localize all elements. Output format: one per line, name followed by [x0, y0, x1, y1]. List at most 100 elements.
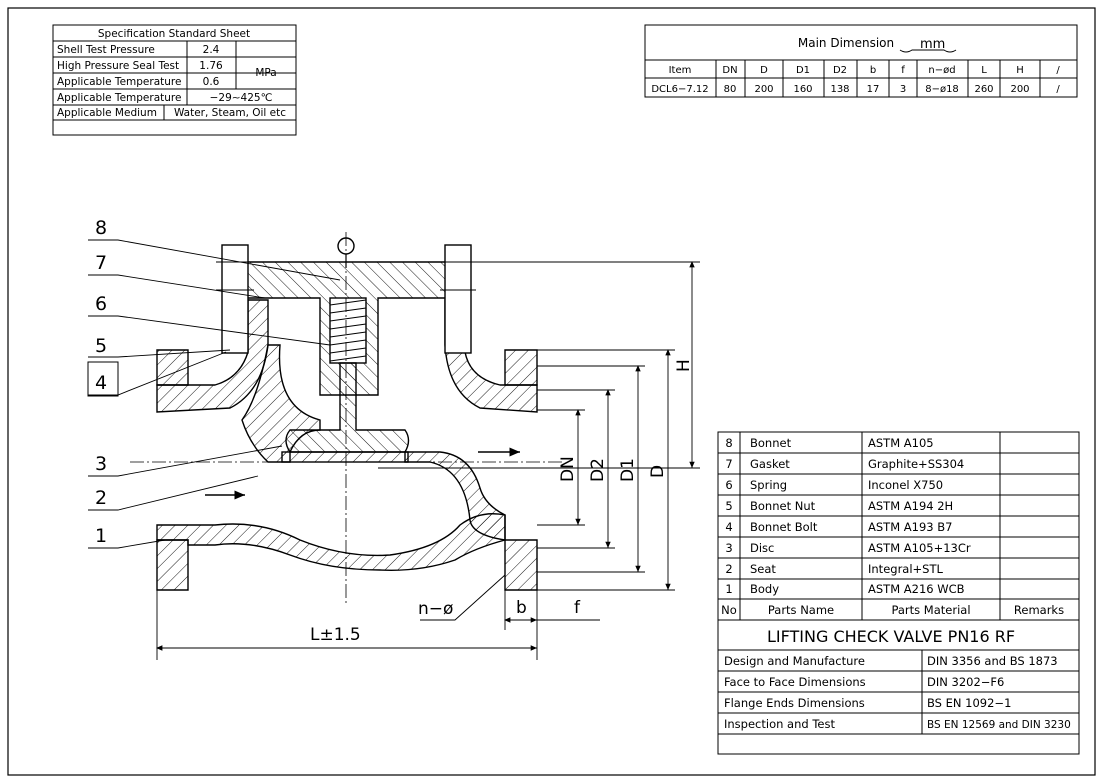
- spec-value-medium: Water, Steam, Oil etc: [174, 107, 286, 119]
- part-name: Gasket: [750, 457, 790, 471]
- title-block-title: LIFTING CHECK VALVE PN16 RF: [767, 627, 1015, 646]
- part-material: ASTM A216 WCB: [868, 582, 965, 596]
- part-material: Inconel X750: [868, 478, 943, 492]
- unit-wave-decoration: [899, 49, 957, 53]
- dim-value-d1: 160: [793, 84, 812, 95]
- part-no: 2: [725, 562, 732, 576]
- body-upper-left: [156, 299, 269, 413]
- spec-value-temp2: −29∼425℃: [210, 92, 273, 104]
- part-no: 7: [725, 457, 732, 471]
- part-material: ASTM A193 B7: [868, 520, 952, 534]
- part-number-8: 8: [95, 217, 107, 239]
- valve-cross-section: [156, 237, 538, 591]
- dim-value-f: 3: [900, 84, 906, 95]
- title-block: [717, 619, 1080, 755]
- part-number-3: 3: [95, 453, 107, 475]
- spec-label-shell: Shell Test Pressure: [57, 44, 155, 56]
- parts-header-material: Parts Material: [891, 603, 970, 617]
- dim-header-d1: D1: [796, 65, 810, 76]
- dim-header-nd: n−ød: [928, 65, 955, 76]
- part-name: Bonnet: [750, 436, 792, 450]
- part-name: Bonnet Bolt: [750, 520, 818, 534]
- part-name: Spring: [750, 478, 787, 492]
- dim-header-h: H: [1016, 65, 1024, 76]
- dim-label-b: b: [516, 598, 527, 618]
- spring-cavity: [329, 297, 367, 364]
- dim-header-f: f: [901, 65, 905, 76]
- spring: [329, 299, 367, 362]
- dim-label-n-phi: n−ø: [418, 599, 453, 619]
- part-number-4: 4: [95, 372, 107, 394]
- title-label-inspection: Inspection and Test: [724, 717, 835, 731]
- part-number-1: 1: [95, 525, 107, 547]
- part-no: 1: [725, 582, 732, 596]
- dim-header-b: b: [870, 65, 876, 76]
- dim-header-d: D: [760, 65, 768, 76]
- dimension-lines: [156, 261, 700, 660]
- part-no: 5: [725, 499, 732, 513]
- main-dimension-unit: mm: [920, 37, 945, 52]
- main-dimension-table: [644, 24, 1078, 98]
- disc: [285, 362, 410, 453]
- part-name: Disc: [750, 541, 774, 555]
- spec-label-temp1: Applicable Temperature: [57, 76, 181, 88]
- title-value-design: DIN 3356 and BS 1873: [927, 654, 1058, 668]
- parts-header-no: No: [721, 603, 737, 617]
- part-name: Bonnet Nut: [750, 499, 816, 513]
- dim-value-slash: /: [1056, 84, 1060, 95]
- part-number-2: 2: [95, 487, 107, 509]
- part-number-6: 6: [95, 293, 107, 315]
- dim-label-h: H: [674, 359, 694, 372]
- dim-header-d2: D2: [833, 65, 847, 76]
- part-number-7: 7: [95, 252, 107, 274]
- seat: [281, 451, 409, 463]
- part-material: ASTM A105+13Cr: [868, 541, 971, 555]
- part-number-5: 5: [95, 335, 107, 357]
- dim-value-dn: 80: [724, 84, 737, 95]
- dim-label-f: f: [574, 598, 581, 618]
- dim-value-nd: 8−ø18: [925, 84, 959, 95]
- part-material: Graphite+SS304: [868, 457, 964, 471]
- dim-label-l: L±1.5: [310, 625, 361, 645]
- spec-value-shell: 2.4: [203, 44, 220, 56]
- dim-value-d: 200: [754, 84, 773, 95]
- part-no: 4: [725, 520, 732, 534]
- parts-header-remarks: Remarks: [1014, 603, 1064, 617]
- left-flange-bottom: [156, 539, 189, 591]
- title-value-inspection: BS EN 12569 and DIN 3230: [927, 719, 1071, 731]
- dim-value-d2: 138: [830, 84, 849, 95]
- dim-label-d2: D2: [588, 458, 608, 482]
- title-value-face: DIN 3202−F6: [927, 675, 1004, 689]
- flow-arrows: [205, 447, 520, 500]
- sheet-border: [7, 7, 1096, 776]
- dim-header-slash: /: [1056, 65, 1060, 76]
- dim-value-h: 200: [1010, 84, 1029, 95]
- title-label-face: Face to Face Dimensions: [724, 675, 866, 689]
- main-dimension-title: Main Dimension: [798, 36, 894, 50]
- left-flange-top: [156, 349, 189, 386]
- dim-header-dn: DN: [722, 65, 737, 76]
- spec-sheet-title: Specification Standard Sheet: [98, 28, 250, 40]
- title-label-design: Design and Manufacture: [724, 654, 865, 668]
- dim-value-b: 17: [867, 84, 880, 95]
- part-no: 8: [725, 436, 732, 450]
- parts-header-name: Parts Name: [768, 603, 834, 617]
- spec-label-temp2: Applicable Temperature: [57, 92, 181, 104]
- right-flange-top: [504, 349, 538, 386]
- centerlines: [130, 232, 565, 605]
- part-4-box: [87, 361, 119, 397]
- part-no: 6: [725, 478, 732, 492]
- part-material: Integral+STL: [868, 562, 943, 576]
- dim-label-d1: D1: [618, 458, 638, 482]
- spec-value-seal: 1.76: [199, 60, 223, 72]
- dim-header-l: L: [981, 65, 987, 76]
- part-name: Seat: [750, 562, 776, 576]
- title-value-flange: BS EN 1092−1: [927, 696, 1011, 710]
- dim-header-item: Item: [669, 65, 692, 76]
- right-flange-bottom: [504, 539, 538, 591]
- body-lower-wall: [156, 513, 506, 571]
- bonnet-bolt-right: [444, 244, 472, 354]
- parts-list-rows: 8 Bonnet ASTM A105 7 Gasket Graphite+SS3…: [721, 436, 1064, 617]
- dim-value-l: 260: [974, 84, 993, 95]
